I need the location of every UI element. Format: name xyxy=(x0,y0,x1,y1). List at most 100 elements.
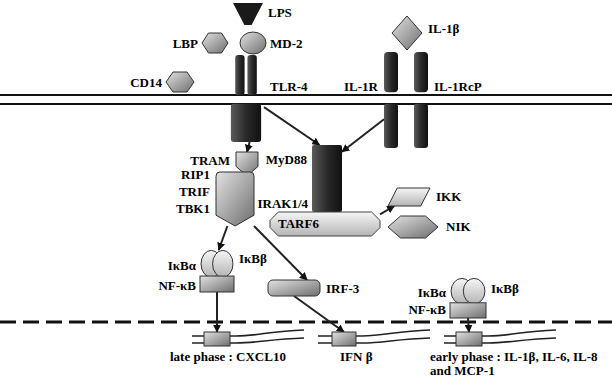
signal-arrow xyxy=(219,226,228,250)
pathway-node: RIP1TRIFTBK1 xyxy=(216,172,254,226)
pathway-node: IRAK1/4TARF6 xyxy=(270,212,380,236)
pathway-node: early phase : IL-1β, IL-6, IL-8 and MCP-… xyxy=(456,332,482,346)
pathway-node: IκBαIκBβNF-κB xyxy=(450,278,486,318)
node-label: IκBα xyxy=(418,286,446,300)
pathway-node: IKK xyxy=(388,188,430,206)
node-shape xyxy=(268,280,320,296)
node-label: LPS xyxy=(268,6,292,20)
node-label: TRAM xyxy=(190,154,230,168)
transcription-factor-box xyxy=(450,303,486,318)
oval-shape xyxy=(240,32,266,54)
node-shape xyxy=(233,3,263,25)
pathway-node: IL-1R xyxy=(384,52,398,148)
node-label: CD14 xyxy=(130,76,162,90)
pathway-node: IL-1RcP xyxy=(414,52,428,148)
receptor-chain xyxy=(384,52,398,92)
inhibitor-oval xyxy=(213,250,233,277)
receptor-chain xyxy=(247,55,256,95)
pathway-node: MyD88 xyxy=(312,145,342,212)
node-shape xyxy=(450,278,486,318)
node-label: NF-κB xyxy=(408,303,446,317)
node-shape xyxy=(202,33,228,53)
receptor-chain xyxy=(414,104,428,148)
transcription-factor-box xyxy=(200,276,234,292)
node-shape xyxy=(312,145,342,212)
signal-arrow xyxy=(468,318,469,332)
hexagon-shape xyxy=(202,33,228,53)
node-shape xyxy=(200,250,234,292)
ligand-diamond xyxy=(392,16,422,50)
signal-arrow xyxy=(247,142,250,152)
hexagon-shape xyxy=(388,216,438,238)
gene-box xyxy=(204,332,230,346)
node-shape xyxy=(216,172,254,226)
node-shape xyxy=(388,216,438,238)
node-shape xyxy=(384,52,398,148)
node-label: IFN β xyxy=(340,350,373,364)
node-label: NIK xyxy=(446,220,471,234)
dna-strands xyxy=(192,330,556,343)
transcription-factor-box xyxy=(268,280,320,296)
pathway-node: IL-1β xyxy=(392,16,422,50)
receptor-chain xyxy=(384,104,398,148)
node-label: late phase : CXCL10 xyxy=(170,350,286,364)
receptor-chain xyxy=(414,52,428,92)
signal-arrow xyxy=(216,292,218,332)
node-shape xyxy=(166,72,194,92)
signal-arrow xyxy=(264,107,320,145)
adaptor-shape xyxy=(312,145,342,212)
cell-membrane-line xyxy=(0,94,612,96)
node-label: NF-κB xyxy=(158,279,196,293)
pathway-node: CD14 xyxy=(166,72,194,92)
inhibitor-oval xyxy=(463,278,485,304)
node-label: TBK1 xyxy=(176,202,210,216)
node-label: TARF6 xyxy=(278,217,319,231)
node-shape xyxy=(228,55,264,142)
kinase-parallelogram xyxy=(388,188,430,206)
node-shape xyxy=(456,332,482,346)
lps-shape xyxy=(233,3,263,25)
node-label: MyD88 xyxy=(266,153,307,167)
signal-arrow xyxy=(294,296,344,332)
node-label: IκBβ xyxy=(239,252,267,266)
nuclear-membrane-line xyxy=(0,321,612,324)
signal-arrow xyxy=(342,119,384,152)
pathway-node: IRF-3 xyxy=(268,280,320,296)
node-label: TRIF xyxy=(179,185,210,199)
node-label: IRAK1/4 xyxy=(257,197,308,211)
pathway-node: IκBαIκBβNF-κB xyxy=(200,250,234,292)
node-label: IL-1β xyxy=(428,22,459,36)
node-shape xyxy=(392,16,422,50)
node-shape xyxy=(204,332,230,346)
node-label: IKK xyxy=(436,190,461,204)
node-shape xyxy=(414,52,428,148)
node-shape xyxy=(240,32,266,54)
node-label: IκBβ xyxy=(491,282,519,296)
signal-arrow xyxy=(380,206,394,214)
node-label: LBP xyxy=(173,37,198,51)
pathway-node: NIK xyxy=(388,216,438,238)
pathway-node: IFN β xyxy=(332,332,356,346)
node-label: early phase : IL-1β, IL-6, IL-8 and MCP-… xyxy=(430,350,606,378)
kinase-octagon xyxy=(270,212,380,236)
pathway-node: MD-2 xyxy=(240,32,266,54)
node-label: IκBα xyxy=(168,259,196,273)
node-label: RIP1 xyxy=(181,168,210,182)
pathway-node: LPS xyxy=(233,3,263,25)
node-label: IRF-3 xyxy=(326,282,359,296)
node-label: IL-1R xyxy=(344,80,378,94)
hexagon-shape xyxy=(166,72,194,92)
node-shape xyxy=(388,188,430,206)
node-shape xyxy=(332,332,356,346)
adaptor-shape xyxy=(216,172,254,226)
gene-box xyxy=(332,332,356,346)
cell-membrane-line xyxy=(0,103,612,105)
receptor-chain xyxy=(235,55,244,95)
node-label: IL-1RcP xyxy=(434,80,482,94)
node-label: TLR-4 xyxy=(270,80,308,94)
pathway-node: TLR-4 xyxy=(228,55,264,142)
gene-box xyxy=(456,332,482,346)
